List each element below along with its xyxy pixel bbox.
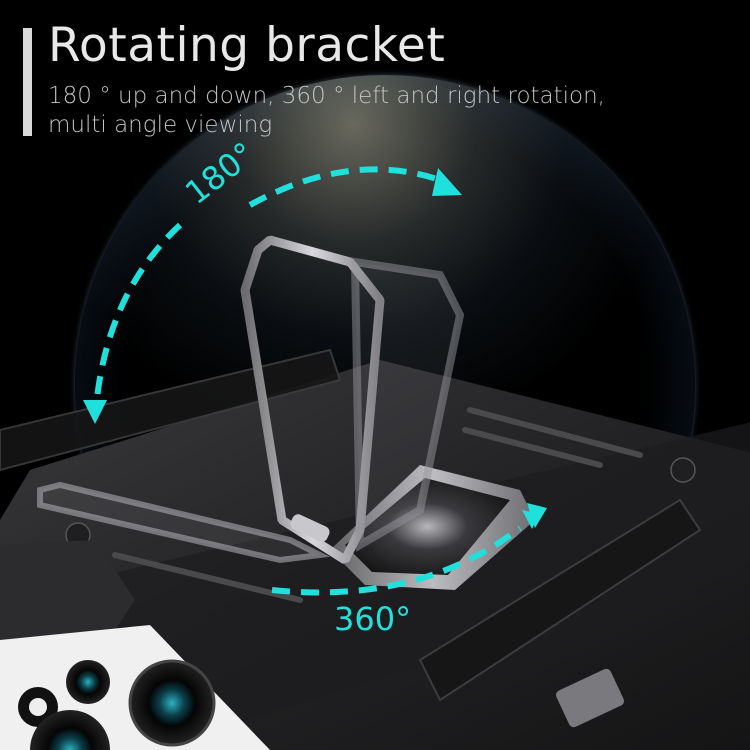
camera-lens-secondary [66,660,110,704]
description-line-1: 180 ° up and down, 360 ° left and right … [48,83,605,109]
rotation-180-arrow [83,166,462,424]
feature-description: 180 ° up and down, 360 ° left and right … [48,82,605,140]
accent-bar [23,28,32,136]
ring-bracket [37,235,535,590]
camera-module [0,540,270,750]
rotation-360-arrow [271,503,547,596]
description-line-2: multi angle viewing [48,112,273,138]
label-360-degrees: 360° [334,600,412,638]
page-title: Rotating bracket [48,18,446,73]
camera-lens-main [128,659,216,747]
